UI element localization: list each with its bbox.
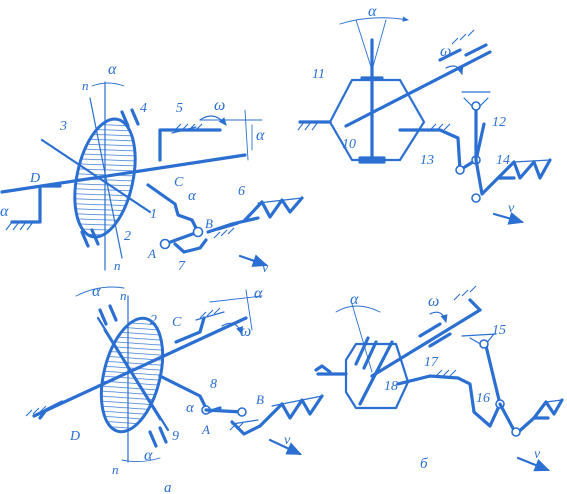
label-D: D bbox=[29, 171, 40, 186]
label-D: D bbox=[69, 429, 80, 444]
label-6: 6 bbox=[238, 184, 245, 199]
label-2: 2 bbox=[150, 313, 157, 328]
inclined-shaft bbox=[344, 50, 492, 128]
label-v: v bbox=[534, 447, 541, 462]
label-alpha-bottom: α bbox=[144, 447, 153, 464]
caption-b: б bbox=[420, 456, 428, 472]
label-17: 17 bbox=[424, 355, 439, 370]
label-15: 15 bbox=[492, 323, 506, 338]
frame-18 bbox=[344, 342, 410, 410]
label-alpha-left: α bbox=[0, 203, 9, 220]
label-14: 14 bbox=[496, 153, 510, 168]
diagram-a-bottom: α n 2 C α ω 8 D α A B 9 v n α a bbox=[25, 283, 324, 494]
label-A: A bbox=[201, 422, 210, 437]
label-v: v bbox=[284, 433, 291, 448]
label-alpha-top: α bbox=[92, 283, 101, 300]
label-omega: ω bbox=[240, 323, 251, 340]
label-7: 7 bbox=[178, 259, 186, 274]
label-v: v bbox=[262, 261, 269, 276]
label-9: 9 bbox=[172, 429, 179, 444]
label-omega: ω bbox=[440, 43, 451, 60]
label-n-bottom: n bbox=[112, 462, 119, 477]
label-alpha-top: α bbox=[108, 61, 117, 78]
disk-axis bbox=[40, 138, 152, 214]
label-alpha-mid: α bbox=[186, 400, 195, 416]
label-n-top: n bbox=[82, 78, 89, 93]
label-omega: ω bbox=[428, 293, 439, 310]
label-B: B bbox=[205, 216, 213, 231]
label-alpha-mid: α bbox=[188, 188, 197, 204]
label-n-bottom: n bbox=[114, 258, 121, 273]
label-alpha: α bbox=[368, 3, 377, 20]
label-2: 2 bbox=[124, 229, 131, 244]
frame-11 bbox=[328, 78, 426, 162]
label-13: 13 bbox=[420, 153, 434, 168]
label-8: 8 bbox=[210, 377, 217, 392]
label-C: C bbox=[174, 175, 184, 190]
diagram-b-top: α ω 11 10 12 13 14 v bbox=[297, 3, 552, 225]
label-A: A bbox=[147, 246, 156, 261]
diagram-b-bottom: α ω 15 17 18 16 б v bbox=[314, 285, 564, 472]
inclined-shaft bbox=[370, 308, 482, 378]
label-alpha-right: α bbox=[256, 127, 265, 144]
label-11: 11 bbox=[312, 67, 325, 82]
label-3: 3 bbox=[59, 119, 67, 134]
label-v: v bbox=[508, 201, 515, 216]
main-shaft bbox=[32, 316, 248, 418]
label-18: 18 bbox=[384, 379, 398, 394]
label-B: B bbox=[256, 392, 264, 407]
label-12: 12 bbox=[492, 115, 506, 130]
label-4: 4 bbox=[140, 101, 147, 116]
label-1: 1 bbox=[150, 207, 157, 222]
caption-a: a bbox=[164, 480, 172, 494]
label-5: 5 bbox=[176, 101, 183, 116]
label-omega: ω bbox=[214, 97, 225, 114]
label-C: C bbox=[172, 315, 182, 330]
label-alpha-right: α bbox=[254, 285, 263, 302]
label-alpha: α bbox=[350, 291, 359, 308]
label-16: 16 bbox=[476, 391, 490, 406]
diagram-a-top: n α 3 4 5 ω α D C 6 α 1 α B 2 A 7 v n bbox=[0, 61, 304, 276]
label-10: 10 bbox=[342, 137, 356, 152]
label-n-top: n bbox=[120, 288, 127, 303]
